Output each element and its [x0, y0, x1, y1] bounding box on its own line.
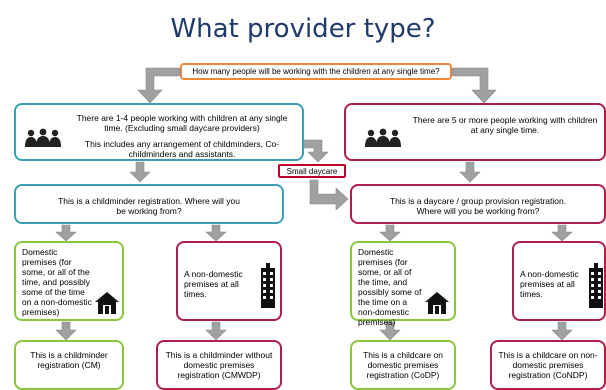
office-building-icon — [261, 263, 275, 308]
people-group-icon — [365, 128, 401, 147]
right-top-text: There are 5 or more people working with … — [412, 115, 598, 135]
left-nondomestic-text: A non-domestic premises at all times. — [184, 269, 243, 299]
left-top-note: This includes any arrangement of childmi… — [84, 139, 280, 159]
people-group-icon — [25, 128, 61, 147]
left-top-box: There are 1-4 people working with childr… — [14, 103, 304, 161]
left-top-text: There are 1-4 people working with childr… — [76, 113, 288, 133]
question-text: How many people will be working with the… — [192, 67, 440, 76]
left-nondomestic-box: A non-domestic premises at all times. — [176, 241, 282, 321]
result-codp-text: This is a childcare on domestic premises… — [363, 350, 443, 380]
result-cmwdp-box: This is a childminder without domestic p… — [156, 340, 282, 390]
left-mid-box: This is a childminder registration. Wher… — [14, 184, 284, 224]
page-title: What provider type? — [170, 14, 436, 44]
result-cm-text: This is a childminder registration (CM) — [30, 350, 108, 370]
office-building-icon — [589, 263, 603, 308]
arrow-question-left — [55, 67, 573, 341]
small-daycare-label: Small daycare — [278, 164, 346, 178]
result-cmwdp-text: This is a childminder without domestic p… — [165, 350, 273, 380]
right-top-box: There are 5 or more people working with … — [344, 103, 606, 161]
right-nondomestic-box: A non-domestic premises at all times. — [512, 241, 606, 321]
right-mid-box: This is a daycare / group provision regi… — [350, 184, 606, 224]
result-condp-text: This is a childcare on non-domestic prem… — [498, 350, 598, 380]
right-mid-text: This is a daycare / group provision regi… — [389, 196, 567, 216]
left-domestic-box: Domestic premises (for some, or all of t… — [14, 241, 124, 321]
left-domestic-text: Domestic premises (for some, or all of t… — [22, 247, 92, 317]
left-mid-text: This is a childminder registration. Wher… — [58, 196, 240, 216]
right-nondomestic-text: A non-domestic premises at all times. — [520, 269, 579, 299]
right-domestic-text: Domestic premises (for some, or all of t… — [358, 247, 422, 327]
result-cm-box: This is a childminder registration (CM) — [14, 340, 124, 390]
house-icon — [425, 292, 449, 314]
right-domestic-box: Domestic premises (for some, or all of t… — [350, 241, 456, 327]
question-box: How many people will be working with the… — [180, 63, 452, 80]
result-codp-box: This is a childcare on domestic premises… — [350, 340, 456, 390]
result-condp-box: This is a childcare on non-domestic prem… — [490, 340, 606, 390]
house-icon — [95, 292, 119, 314]
